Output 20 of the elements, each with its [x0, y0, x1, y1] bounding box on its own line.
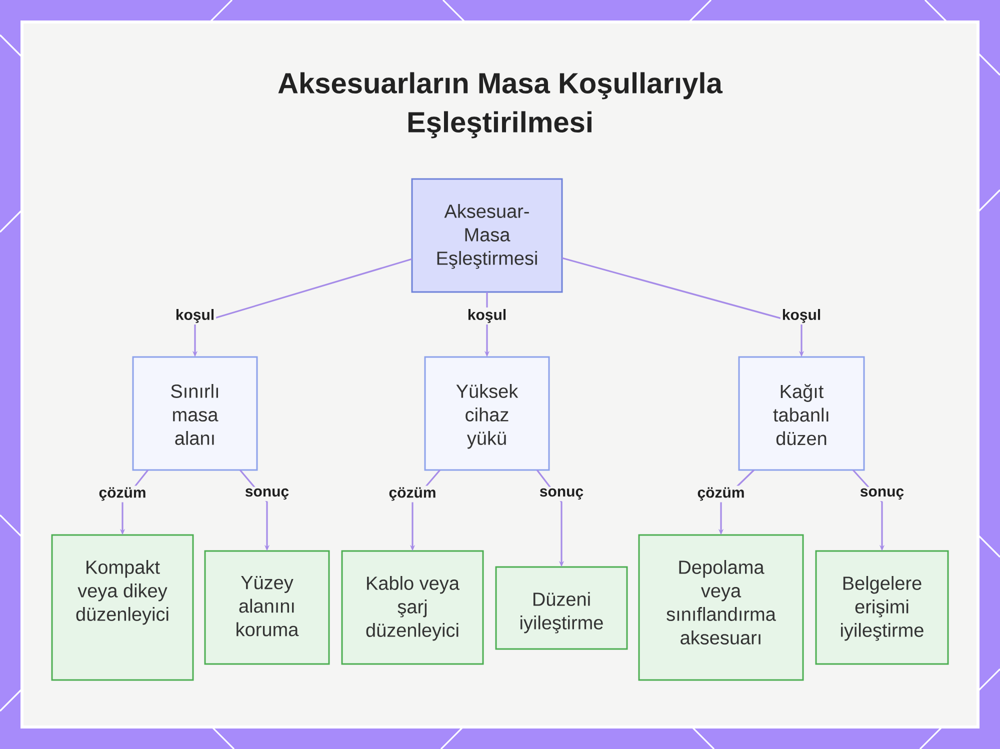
leaf-box: Depolama veya sınıflandırma aksesuarı — [638, 534, 804, 681]
edge-label: koşul — [466, 308, 508, 324]
leaf-box: Kompakt veya dikey düzenleyici — [51, 534, 194, 681]
edge-label: koşul — [174, 308, 216, 324]
leaf-box: Yüzey alanını koruma — [204, 550, 330, 665]
title: Aksesuarların Masa Koşullarıyla Eşleştirilmesi — [278, 72, 723, 138]
leaf-box: Kablo veya şarj düzenleyici — [341, 550, 484, 665]
root-box: Aksesuar-Masa Eşleştirmesi — [411, 178, 563, 293]
edge-label: çözüm — [97, 486, 148, 502]
edge-label: sonuç — [243, 486, 291, 502]
edge-label: çözüm — [387, 486, 438, 502]
edge-label: sonuç — [538, 486, 586, 502]
leaf-box: Düzeni iyileştirme — [495, 566, 628, 650]
category-box: Kağıt tabanlı düzen — [738, 356, 865, 471]
edge-label: koşul — [780, 308, 823, 324]
leaf-box: Belgelere erişimi iyileştirme — [815, 550, 949, 665]
category-box: Sınırlı masa alanı — [132, 356, 258, 471]
edge-label: çözüm — [696, 486, 746, 502]
category-box: Yüksek cihaz yükü — [424, 356, 550, 471]
edge-label: sonuç — [858, 486, 906, 502]
